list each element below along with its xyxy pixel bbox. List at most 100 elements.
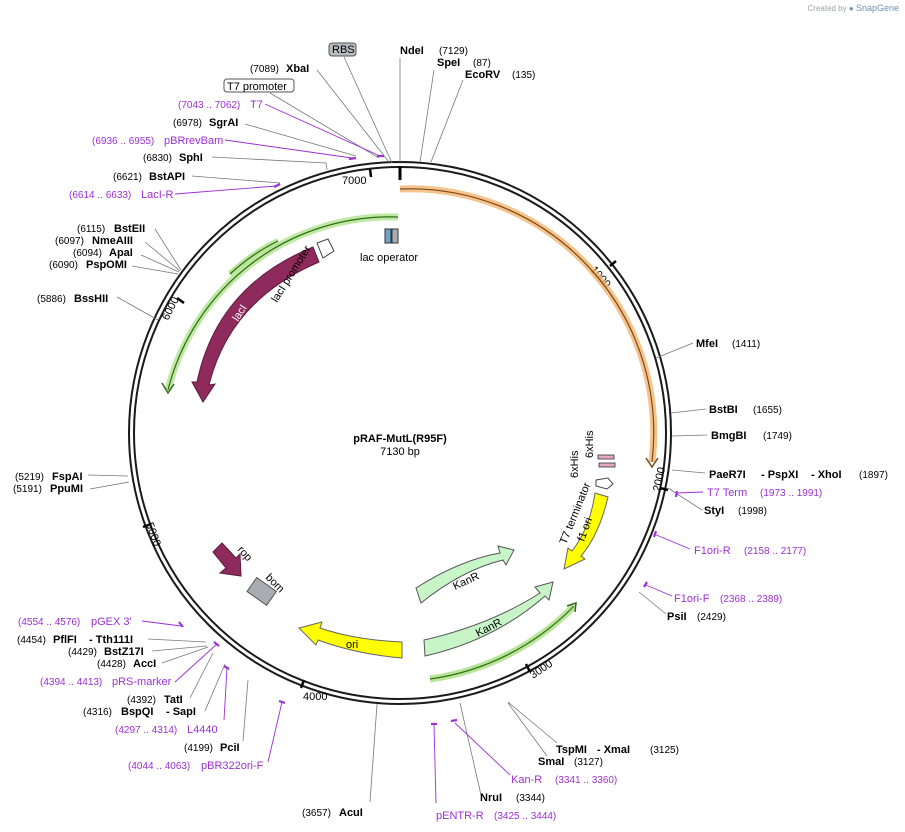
- enzyme-paer7i: PaeR7I: [709, 469, 746, 481]
- enzyme-pcii-pos: (4199): [184, 743, 213, 754]
- leader-pflfi: [147, 638, 207, 643]
- primer-mark-pgex3: [178, 621, 184, 628]
- enzyme-xmai: - XmaI: [597, 744, 630, 756]
- leader-apai: [140, 254, 180, 273]
- primer-laci-r-range: (6614 .. 6633): [69, 190, 131, 201]
- leader-bstbi: [670, 408, 707, 414]
- primer-pgex3-name: pGEX 3': [91, 616, 132, 628]
- enzyme-ndei-pos: (7129): [439, 46, 468, 57]
- primer-mark-f1ori-r: [652, 530, 658, 538]
- primer-leader-pgex3: [141, 620, 182, 627]
- snapgene-logo-icon: ●: [848, 4, 854, 13]
- leader-pcii: [242, 679, 249, 742]
- enzyme-bmgbi: BmgBI: [711, 430, 746, 442]
- leader-nmeaiii: [144, 241, 181, 272]
- leader-bspqi: [204, 663, 226, 712]
- enzyme-bstbi-pos: (1655): [753, 405, 782, 416]
- leader-bstapi: [191, 175, 281, 184]
- tick-mark-4000: [299, 679, 306, 689]
- leader-pspomi: [131, 265, 179, 275]
- orf-orange-arc: [399, 188, 655, 463]
- primer-pbrrevbam-range: (6936 .. 6955): [92, 136, 154, 147]
- enzyme-bstz17i-pos: (4429): [68, 647, 97, 658]
- primer-leader-pentr-r: [433, 724, 437, 804]
- enzyme-tth111i: - Tth111I: [89, 634, 133, 646]
- leader-fspai: [87, 474, 129, 477]
- primer-t7-range: (7043 .. 7062): [178, 100, 240, 111]
- enzyme-ecorv-pos: (135): [512, 70, 535, 81]
- primer-kan-r-range: (3341 .. 3360): [555, 775, 617, 786]
- orf-green-arrowhead: [161, 382, 175, 395]
- primer-mark-t7-term: [674, 490, 679, 498]
- enzyme-nmeaiii-pos: (6097): [55, 236, 84, 247]
- enzyme-spei-pos: (87): [473, 58, 491, 69]
- primer-pentr-r-name: pENTR-R: [436, 810, 484, 822]
- leader-sgrai: [244, 123, 357, 157]
- rop-feature: [212, 542, 242, 577]
- leader-lines: [87, 56, 708, 803]
- enzyme-styi: StyI: [704, 505, 724, 517]
- enzyme-psii-pos: (2429): [697, 612, 726, 623]
- enzyme-paer7i-pos: (1897): [859, 470, 888, 481]
- enzyme-xbai-pos: (7089): [250, 64, 279, 75]
- enzyme-bsshii-pos: (5886): [37, 294, 66, 305]
- enzyme-apai: ApaI: [109, 247, 133, 259]
- enzyme-bstbi: BstBI: [709, 404, 738, 416]
- primer-pentr-r-range: (3425 .. 3444): [494, 811, 556, 822]
- primer-leader-pbr322ori-f: [267, 701, 283, 763]
- orf-green-arc: [167, 216, 399, 391]
- his-tag-2: [598, 462, 616, 468]
- leader-xbai: [316, 69, 390, 163]
- primer-prs-marker-name: pRS-marker: [112, 676, 172, 688]
- leader-tati: [189, 652, 214, 699]
- leader-smai: [507, 702, 548, 757]
- tick-label-4000: 4000: [303, 691, 327, 703]
- leader-bsteii: [154, 228, 182, 271]
- rbs-label: RBS: [332, 44, 355, 56]
- primer-t7-term-range: (1973 .. 1991): [760, 488, 822, 499]
- enzyme-xhoi: - XhoI: [811, 469, 842, 481]
- enzyme-pflfi-pos: (4454): [17, 635, 46, 646]
- tick-mark-2000: [659, 486, 669, 492]
- credit-prefix: Created by: [807, 4, 847, 13]
- enzyme-mfei: MfeI: [696, 338, 718, 350]
- kanr-feature-2: [423, 581, 554, 657]
- his-label-2: 6xHis: [584, 430, 596, 458]
- enzyme-smai: SmaI: [538, 756, 564, 768]
- primer-mark-l4440: [223, 665, 230, 670]
- enzyme-pcii: PciI: [220, 742, 240, 754]
- lac-operator-feature: [384, 228, 392, 244]
- leader-acci: [161, 646, 209, 664]
- enzyme-bsteii-pos: (6115): [77, 224, 105, 235]
- t7-promoter-label: T7 promoter: [227, 81, 287, 93]
- kanr-feature-1: [415, 545, 515, 604]
- plasmid-name: pRAF-MutL(R95F): [353, 433, 447, 445]
- enzyme-styi-pos: (1998): [738, 506, 767, 517]
- primer-mark-pbr322ori-f: [278, 699, 286, 705]
- primer-labels: (7043 .. 7062) T7 (6936 .. 6955) pBRrevB…: [18, 99, 822, 822]
- leader-ppumi: [89, 481, 130, 490]
- enzyme-sapi: - SapI: [166, 706, 196, 718]
- orf-orange-arrowhead: [645, 457, 659, 469]
- primer-leader-l4440: [223, 667, 228, 721]
- orf-orange-arc-glow: [399, 185, 658, 463]
- primer-f1ori-r-range: (2158 .. 2177): [744, 546, 806, 557]
- enzyme-nrui-pos: (3344): [516, 793, 545, 804]
- enzyme-tspmi-pos: (3125): [650, 745, 679, 756]
- primer-prs-marker-range: (4394 .. 4413): [40, 677, 102, 688]
- enzyme-psii: PsiI: [667, 611, 687, 623]
- primer-mark-prs-marker: [213, 641, 220, 647]
- tick-mark-3000: [524, 663, 532, 673]
- enzyme-acci: AccI: [133, 658, 156, 670]
- enzyme-acui: AcuI: [339, 807, 363, 819]
- primer-t7-term-name: T7 Term: [707, 487, 747, 499]
- primer-pbrrevbam-name: pBRrevBam: [164, 135, 223, 147]
- primer-pbr322ori-f-name: pBR322ori-F: [201, 760, 264, 772]
- leader-bsshii: [116, 296, 159, 321]
- enzyme-ndei: NdeI: [400, 45, 424, 57]
- primer-l4440-range: (4297 .. 4314): [115, 725, 177, 736]
- leader-mfei: [655, 342, 694, 359]
- enzyme-acci-pos: (4428): [97, 659, 126, 670]
- lac-operator-feature-b: [391, 228, 399, 244]
